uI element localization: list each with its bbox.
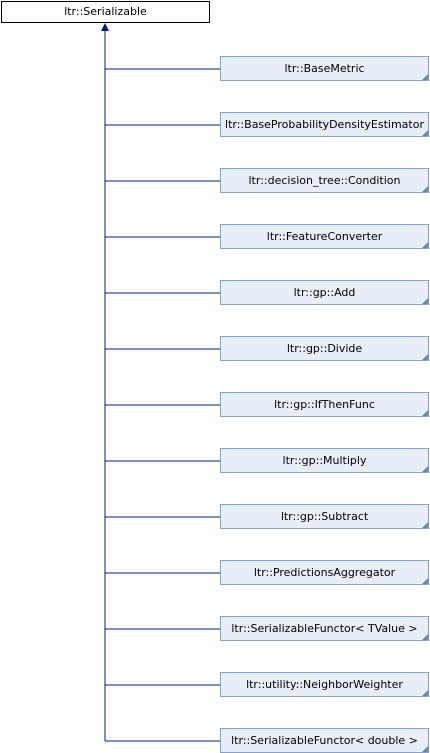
- derived-class-node[interactable]: ltr::gp::Subtract: [220, 504, 429, 529]
- base-class-node: ltr::Serializable: [1, 1, 210, 23]
- derived-class-node[interactable]: ltr::gp::Divide: [220, 336, 429, 361]
- derived-class-node[interactable]: ltr::gp::Add: [220, 280, 429, 305]
- derived-class-node[interactable]: ltr::FeatureConverter: [220, 224, 429, 249]
- derived-class-node[interactable]: ltr::gp::IfThenFunc: [220, 392, 429, 417]
- derived-class-node[interactable]: ltr::SerializableFunctor< double >: [220, 728, 429, 753]
- derived-class-node[interactable]: ltr::PredictionsAggregator: [220, 560, 429, 585]
- derived-class-node[interactable]: ltr::BaseProbabilityDensityEstimator: [220, 112, 429, 137]
- derived-class-node[interactable]: ltr::SerializableFunctor< TValue >: [220, 616, 429, 641]
- derived-class-node[interactable]: ltr::BaseMetric: [220, 56, 429, 81]
- inheritance-arrowhead: [101, 23, 109, 31]
- derived-class-node[interactable]: ltr::utility::NeighborWeighter: [220, 672, 429, 697]
- derived-class-node[interactable]: ltr::gp::Multiply: [220, 448, 429, 473]
- derived-class-node[interactable]: ltr::decision_tree::Condition: [220, 168, 429, 193]
